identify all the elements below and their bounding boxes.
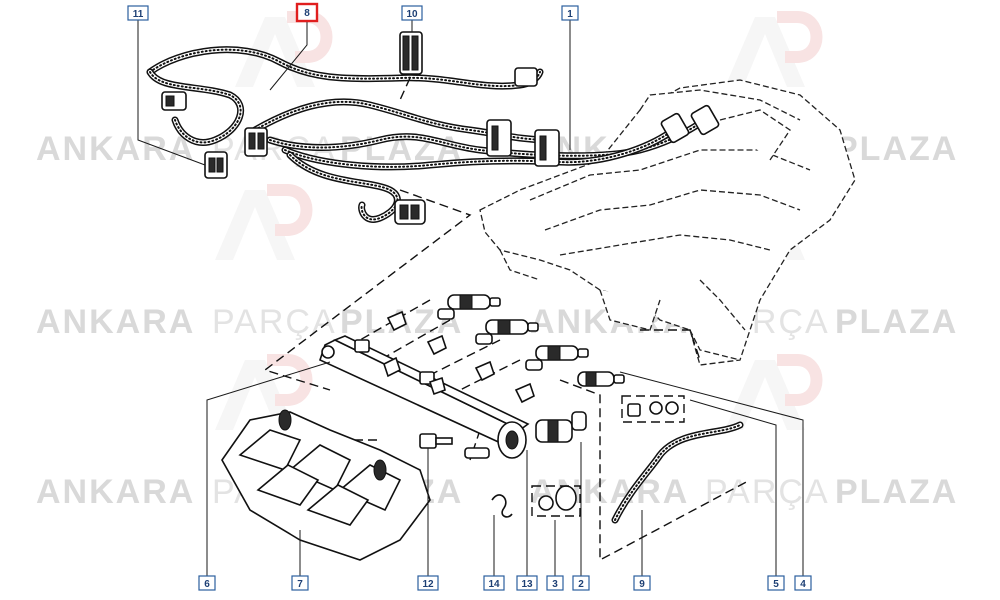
- callout-3[interactable]: 3: [546, 575, 564, 591]
- callout-9[interactable]: 9: [633, 575, 651, 591]
- harness-connector: [161, 91, 187, 111]
- watermark-word-ankara: ANKARA: [36, 130, 195, 168]
- watermark-word-plaza: PLAZA: [835, 303, 958, 341]
- callout-4[interactable]: 4: [794, 575, 812, 591]
- harness-connector: [244, 127, 268, 157]
- harness-connector: [534, 129, 560, 167]
- callout-5[interactable]: 5: [767, 575, 785, 591]
- relay-block: [399, 31, 423, 75]
- injectors: [437, 294, 625, 387]
- callout-1[interactable]: 1: [561, 5, 579, 21]
- wiring-harness: [146, 31, 720, 225]
- callouts: 1 2 3 4 5 6 7 8: [127, 2, 812, 591]
- regulator-seal-set: [531, 485, 581, 517]
- watermark-word-plaza: PLAZA: [835, 473, 958, 511]
- harness-connector: [486, 119, 512, 157]
- callout-2[interactable]: 2: [572, 575, 590, 591]
- injector: [577, 371, 625, 387]
- injector: [475, 319, 539, 345]
- watermark-text-row: ANKARA PARÇA PLAZA ANKARA PARÇA PLAZA: [36, 473, 958, 511]
- vacuum-hose: [611, 421, 744, 524]
- callout-label: 7: [297, 579, 303, 590]
- rail-mount: [354, 339, 370, 353]
- callout-label: 14: [488, 579, 500, 590]
- callout-10[interactable]: 10: [401, 5, 423, 21]
- injector: [525, 345, 589, 371]
- callout-label: 10: [406, 9, 418, 20]
- callout-label: 1: [567, 9, 573, 20]
- watermark-word-ankara: ANKARA: [36, 303, 195, 341]
- watermark-word-parca: PARÇA: [705, 473, 830, 511]
- callout-label: 8: [304, 8, 310, 19]
- callout-label: 9: [639, 579, 645, 590]
- engine-cover: [221, 409, 431, 561]
- callout-8[interactable]: 8: [295, 2, 319, 23]
- harness-connector: [394, 199, 426, 225]
- callout-label: 6: [204, 579, 210, 590]
- seal-kit: [621, 395, 685, 423]
- injector: [437, 294, 501, 320]
- callout-13[interactable]: 13: [516, 575, 538, 591]
- callout-12[interactable]: 12: [417, 575, 439, 591]
- injector-clips: [383, 310, 535, 404]
- callout-7[interactable]: 7: [291, 575, 309, 591]
- watermark-word-ankara: ANKARA: [530, 473, 689, 511]
- harness-connector: [660, 112, 690, 144]
- fixing-screw: [419, 433, 453, 449]
- hose-clip: [491, 494, 513, 518]
- callout-label: 5: [773, 579, 779, 590]
- callout-label: 4: [800, 579, 806, 590]
- harness-connector: [204, 151, 228, 179]
- pressure-regulator: [535, 411, 587, 443]
- callout-label: 11: [133, 9, 144, 20]
- callout-11[interactable]: 11: [127, 5, 149, 21]
- callout-label: 2: [578, 579, 584, 590]
- callout-label: 12: [422, 579, 434, 590]
- callout-14[interactable]: 14: [483, 575, 505, 591]
- harness-connector: [514, 67, 538, 87]
- intake-manifold: [479, 79, 856, 366]
- callout-6[interactable]: 6: [198, 575, 216, 591]
- watermark-word-plaza: PLAZA: [835, 130, 958, 168]
- callout-leaders: [137, 20, 804, 576]
- watermark-word-parca: PARÇA: [212, 303, 337, 341]
- callout-label: 13: [521, 579, 533, 590]
- callout-label: 3: [552, 579, 558, 590]
- watermark-word-ankara: ANKARA: [36, 473, 195, 511]
- harness-connector: [690, 104, 720, 136]
